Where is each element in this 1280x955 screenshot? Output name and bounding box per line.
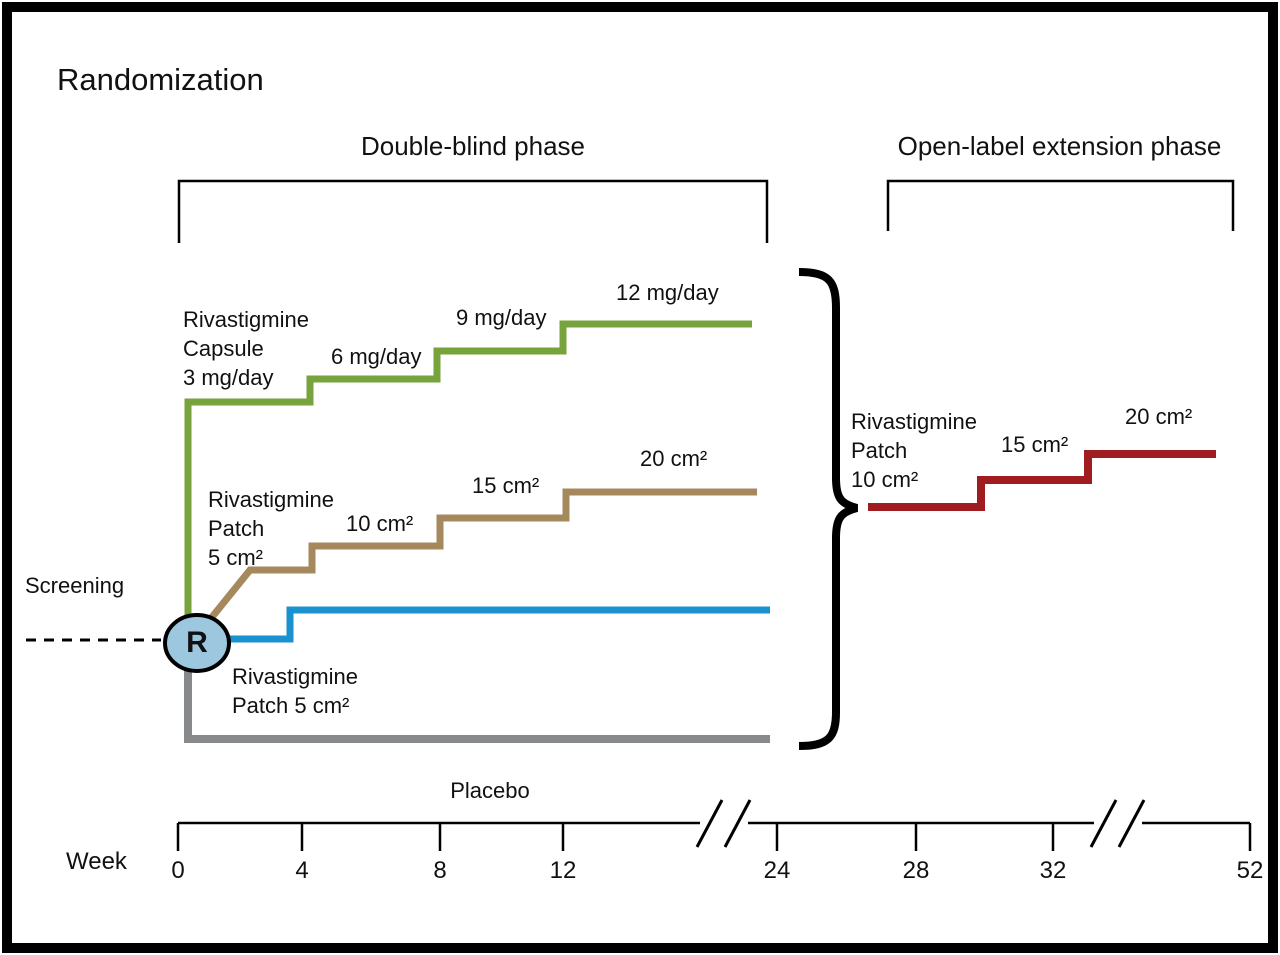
capsule-arm-label-line3: 3 mg/day [183, 365, 274, 390]
week-axis-label: Week [66, 848, 127, 875]
placebo-label: Placebo [450, 778, 530, 803]
placebo-arm-line [184, 652, 770, 743]
week-tick-32: 32 [1039, 857, 1067, 884]
patch-fixed-arm-line [220, 606, 770, 643]
week-axis [176, 821, 1252, 851]
curly-brace [798, 268, 859, 750]
open-label-patch-label-line2: Patch [851, 438, 908, 463]
open-label-patch-label: Rivastigmine Patch 10 cm² [851, 407, 977, 494]
open-label-patch-line [868, 450, 1216, 511]
capsule-arm-line [184, 320, 752, 634]
patch-titrated-label-line1: Rivastigmine [208, 487, 334, 512]
capsule-arm-label: Rivastigmine Capsule 3 mg/day [183, 305, 309, 392]
open-label-dose-step-1: 15 cm² [1001, 432, 1069, 457]
open-label-patch-label-line1: Rivastigmine [851, 409, 977, 434]
patch-dose-step-3: 20 cm² [640, 446, 708, 471]
double-blind-phase-label: Double-blind phase [360, 131, 586, 161]
page-title: Randomization [57, 62, 264, 97]
patch-fixed-label-line2: Patch 5 cm² [232, 693, 350, 718]
capsule-dose-step-3: 12 mg/day [616, 280, 719, 305]
patch-fixed-arm-label: Rivastigmine Patch 5 cm² [232, 662, 358, 720]
patch-titrated-label-line3: 5 cm² [208, 545, 263, 570]
patch-titrated-arm-line [201, 488, 757, 630]
capsule-dose-step-2: 9 mg/day [456, 305, 547, 330]
week-tick-12: 12 [549, 857, 577, 884]
patch-dose-step-1: 10 cm² [346, 511, 414, 536]
patch-titrated-arm-label: Rivastigmine Patch 5 cm² [208, 485, 334, 572]
week-tick-8: 8 [433, 857, 447, 884]
week-tick-4: 4 [295, 857, 309, 884]
patch-dose-step-2: 15 cm² [472, 473, 540, 498]
capsule-arm-label-line2: Capsule [183, 336, 264, 361]
double-blind-bracket [177, 179, 769, 243]
week-tick-28: 28 [902, 857, 930, 884]
open-label-dose-step-2: 20 cm² [1125, 404, 1193, 429]
patch-fixed-label-line1: Rivastigmine [232, 664, 358, 689]
capsule-arm-label-line1: Rivastigmine [183, 307, 309, 332]
week-tick-52: 52 [1236, 857, 1264, 884]
randomization-circle [163, 613, 231, 673]
open-label-phase-label: Open-label extension phase [897, 131, 1222, 161]
patch-titrated-label-line2: Patch [208, 516, 265, 541]
axis-break-marks [695, 799, 1146, 848]
open-label-bracket [886, 179, 1235, 231]
screening-label: Screening [25, 573, 125, 598]
week-tick-0: 0 [171, 857, 185, 884]
open-label-patch-label-line3: 10 cm² [851, 467, 919, 492]
week-tick-24: 24 [763, 857, 791, 884]
capsule-dose-step-1: 6 mg/day [331, 344, 422, 369]
randomization-marker-letter: R [186, 626, 208, 659]
